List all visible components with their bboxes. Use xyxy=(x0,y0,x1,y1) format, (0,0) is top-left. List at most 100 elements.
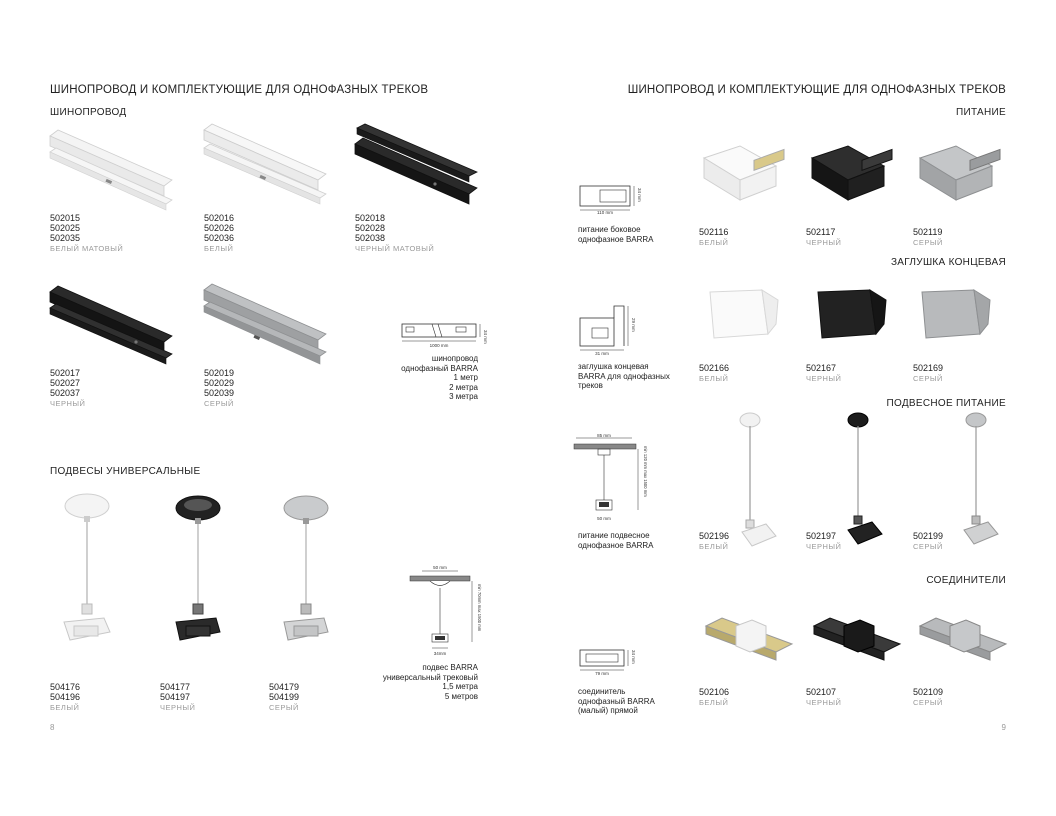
product-code: 502028 xyxy=(355,223,386,233)
hanger-item-1: 504176 504196 БЕЛЫЙ xyxy=(50,682,80,712)
end-cap-technical-drawing: 31 mm 29 mm xyxy=(579,305,636,356)
product-code: 502199 xyxy=(913,531,944,541)
product-code: 502039 xyxy=(204,388,235,398)
caption-line: универсальный трековый xyxy=(382,672,478,682)
hanger-drawing-caption: подвес BARRA универсальный трековый 1,5 … xyxy=(358,663,478,701)
caption-line: однофазный BARRA xyxy=(401,363,478,373)
page-number-right: 9 xyxy=(1001,723,1006,732)
caption-line: 5 метров xyxy=(444,691,478,701)
product-code: 502117 xyxy=(806,227,836,237)
suspended-power-image-grey xyxy=(963,412,999,545)
product-color: БЕЛЫЙ xyxy=(204,244,234,253)
product-code: 502029 xyxy=(204,378,235,388)
product-color: СЕРЫЙ xyxy=(913,374,943,383)
hanger-item-3: 504179 504199 СЕРЫЙ xyxy=(269,682,299,712)
product-code: 502107 xyxy=(806,687,837,697)
dimension-label: 34 mm xyxy=(483,330,488,344)
product-code: 502025 xyxy=(50,223,81,233)
end-cap-image-white xyxy=(709,289,779,339)
product-code: 504199 xyxy=(269,692,300,702)
product-code: 502196 xyxy=(699,531,730,541)
caption-line: питание боковое xyxy=(578,225,641,234)
rail-item-2: 502016 502026 502036 БЕЛЫЙ xyxy=(204,213,234,253)
rail-image-white xyxy=(203,123,327,205)
rail-item-1: 502015 502025 502035 БЕЛЫЙ МАТОВЫЙ xyxy=(50,213,123,253)
rail-image-white-matte xyxy=(49,129,173,211)
end-cap-drawing-caption: заглушка концевая BARRA для однофазных т… xyxy=(578,362,670,391)
product-color: БЕЛЫЙ xyxy=(699,238,729,247)
product-code: 502037 xyxy=(50,388,81,398)
product-color: СЕРЫЙ xyxy=(913,238,943,247)
product-code: 502106 xyxy=(699,687,730,697)
suspended-power-technical-drawing: 85 mm 50 mm min 120 mm max 1500 mm xyxy=(573,433,648,521)
product-color: СЕРЫЙ xyxy=(204,399,234,408)
caption-line: однофазное BARRA xyxy=(578,234,654,244)
product-code: 504177 xyxy=(160,682,191,692)
dimension-label: 34 mm xyxy=(637,188,642,202)
product-color: ЧЕРНЫЙ xyxy=(806,374,842,383)
rail-image-grey xyxy=(203,283,327,365)
power-item-1: 502116 БЕЛЫЙ xyxy=(699,227,728,247)
hanger-image-white xyxy=(63,493,111,641)
dimension-label: 50 mm xyxy=(597,516,611,521)
connector-image-white xyxy=(704,617,794,661)
right-page-title: ШИНОПРОВОД И КОМПЛЕКТУЮЩИЕ ДЛЯ ОДНОФАЗНЫ… xyxy=(627,84,1006,96)
product-code: 502197 xyxy=(806,531,837,541)
rail-item-3: 502018 502028 502038 ЧЕРНЫЙ МАТОВЫЙ xyxy=(355,213,434,253)
product-code: 502015 xyxy=(50,213,81,223)
section-heading-hangers: ПОДВЕСЫ УНИВЕРСАЛЬНЫЕ xyxy=(50,466,201,477)
dimension-label: 1000 mm xyxy=(430,343,449,348)
product-code: 502109 xyxy=(913,687,944,697)
caption-line: треков xyxy=(578,381,603,390)
power-item-3: 502119 СЕРЫЙ xyxy=(913,227,943,247)
dimension-label: min 70mm max 1500 mm xyxy=(477,584,482,632)
section-heading-end-cap: ЗАГЛУШКА КОНЦЕВАЯ xyxy=(890,257,1006,268)
product-code: 502027 xyxy=(50,378,81,388)
suspended-power-image-white xyxy=(739,412,777,547)
product-color: СЕРЫЙ xyxy=(913,542,943,551)
product-code: 502019 xyxy=(204,368,235,378)
dimension-label: 31 mm xyxy=(595,351,609,356)
product-code: 502017 xyxy=(50,368,81,378)
product-code: 504196 xyxy=(50,692,81,702)
dimension-label: 85 mm xyxy=(597,433,611,438)
dimension-label: 110 mm xyxy=(597,210,613,215)
power-image-grey xyxy=(918,145,1001,201)
section-heading-suspended-power: ПОДВЕСНОЕ ПИТАНИЕ xyxy=(886,398,1006,409)
connector-image-black xyxy=(812,617,902,661)
hanger-image-grey xyxy=(283,495,329,641)
connector-item-3: 502109 СЕРЫЙ xyxy=(913,687,943,707)
hanger-item-2: 504177 504197 ЧЕРНЫЙ xyxy=(160,682,195,712)
power-technical-drawing: 110 mm 34 mm xyxy=(579,185,642,215)
connector-drawing-caption: соединитель однофазный BARRA (малый) пря… xyxy=(578,687,655,716)
caption-line: (малый) прямой xyxy=(578,706,638,715)
rail-image-black-matte xyxy=(354,123,478,205)
rail-item-4: 502017 502027 502037 ЧЕРНЫЙ xyxy=(50,368,85,408)
product-color: БЕЛЫЙ xyxy=(699,542,729,551)
suspended-power-item-1: 502196 БЕЛЫЙ xyxy=(699,531,729,551)
end-cap-item-2: 502167 ЧЕРНЫЙ xyxy=(806,363,841,383)
dimension-label: 50 mm xyxy=(433,565,447,570)
caption-line: однофазный BARRA xyxy=(578,696,655,706)
product-code: 504179 xyxy=(269,682,300,692)
suspended-power-item-3: 502199 СЕРЫЙ xyxy=(913,531,943,551)
power-drawing-caption: питание боковое однофазное BARRA xyxy=(578,225,654,244)
caption-line: 1,5 метра xyxy=(442,682,478,691)
product-color: ЧЕРНЫЙ xyxy=(806,238,842,247)
caption-line: соединитель xyxy=(578,687,626,696)
caption-line: 1 метр xyxy=(453,373,478,382)
rail-drawing-caption: шинопровод однофазный BARRA 1 метр 2 мет… xyxy=(368,354,478,402)
section-heading-rails: ШИНОПРОВОД xyxy=(50,107,127,118)
connector-technical-drawing: 79 mm 34 mm xyxy=(579,649,636,676)
product-code: 502166 xyxy=(699,363,730,373)
connector-image-grey xyxy=(918,617,1008,661)
suspended-power-drawing-caption: питание подвесное однофазное BARRA xyxy=(578,531,654,550)
product-color: БЕЛЫЙ xyxy=(699,698,729,707)
suspended-power-item-2: 502197 ЧЕРНЫЙ xyxy=(806,531,841,551)
product-code: 502036 xyxy=(204,233,235,243)
caption-line: питание подвесное xyxy=(578,531,650,540)
product-color: СЕРЫЙ xyxy=(269,703,299,712)
page-number-left: 8 xyxy=(50,723,55,732)
product-code: 504176 xyxy=(50,682,81,692)
end-cap-item-3: 502169 СЕРЫЙ xyxy=(913,363,943,383)
